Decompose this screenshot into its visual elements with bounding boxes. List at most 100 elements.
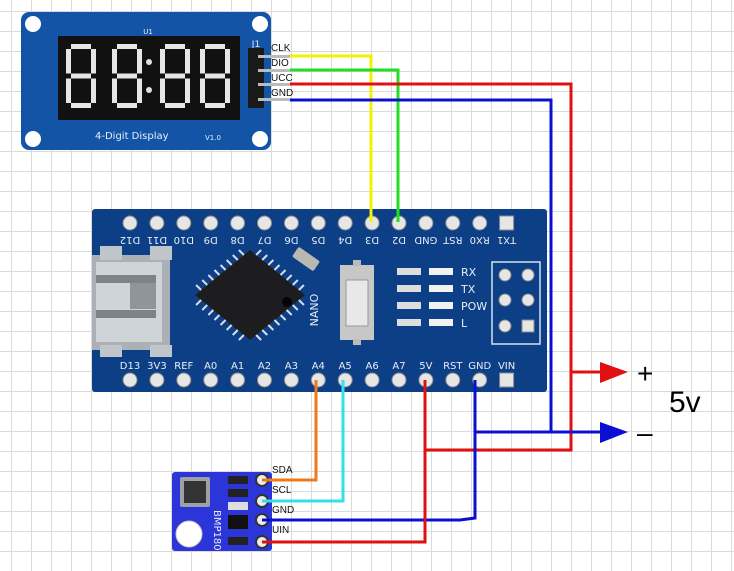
led-label: RX <box>461 266 477 279</box>
bottom-pin-label: REF <box>174 361 193 372</box>
pin-pad <box>257 215 272 231</box>
top-pin-label: RX0 <box>470 234 490 245</box>
top-pin-label: D6 <box>284 234 298 245</box>
pin-header <box>248 48 264 108</box>
plus-label: + <box>637 358 653 389</box>
bottom-pin-label: A5 <box>339 361 352 372</box>
pin-pad <box>149 215 165 231</box>
bottom-pin-label: A3 <box>285 361 298 372</box>
top-pin-label: D8 <box>231 234 245 245</box>
pin-pad <box>364 372 380 388</box>
top-pin-label: RST <box>442 234 462 245</box>
bottom-pin-label: A6 <box>365 361 378 372</box>
display-module[interactable]: U1 4-Digit Display V1.0 J1 <box>21 12 290 150</box>
wires <box>262 54 610 544</box>
header-pins <box>258 55 290 101</box>
minus-label: – <box>637 417 653 448</box>
mount-hole <box>252 16 268 32</box>
wire-uin-5v[interactable] <box>262 380 427 544</box>
ic-label: U1 <box>143 28 153 36</box>
pin-pad <box>149 372 165 388</box>
display-name: 4-Digit Display <box>95 131 169 142</box>
led <box>429 302 453 309</box>
resistor <box>397 268 421 275</box>
wire-ucc-5v[interactable] <box>290 82 573 452</box>
pin-label-clk: CLK <box>271 43 291 54</box>
pin-pad <box>203 372 219 388</box>
mount-hole <box>175 520 203 548</box>
pin-pad <box>176 372 192 388</box>
bottom-pin-label: GND <box>468 361 491 372</box>
wire-sda-a4[interactable] <box>262 380 318 482</box>
sensor-chip-top <box>184 481 206 503</box>
pin-label-gnd: GND <box>271 88 293 99</box>
bmp180-sensor[interactable]: BMP180 <box>172 472 272 551</box>
pin-pad <box>122 372 138 388</box>
top-pin-label: TX1 <box>497 234 517 245</box>
pin-pad <box>472 215 488 231</box>
board-label: NANO <box>308 293 321 326</box>
voltage-label: 5v <box>669 386 701 419</box>
digit <box>66 44 96 108</box>
pin-pad <box>418 215 434 231</box>
sensor-name: BMP180 <box>211 510 222 551</box>
usb-connector <box>92 246 172 357</box>
led <box>429 268 453 275</box>
pin-pad <box>499 372 515 388</box>
status-leds: RX TX POW L <box>397 266 487 330</box>
led-label: TX <box>460 283 476 296</box>
pin-pad <box>122 215 138 231</box>
wire-gnd-gnd[interactable] <box>290 98 553 432</box>
mount-hole <box>252 131 268 147</box>
pin-pad <box>337 372 353 388</box>
wire-gnd-sensor[interactable] <box>262 380 477 522</box>
wire-scl-a5[interactable] <box>262 380 345 503</box>
pin-pad <box>310 372 326 388</box>
bottom-pin-label: RST <box>443 361 463 372</box>
pin-pad <box>283 372 299 388</box>
pin-pad <box>230 215 246 231</box>
pin-pad <box>499 215 515 231</box>
sensor-pins <box>255 473 269 549</box>
led <box>429 285 453 292</box>
pin-pad <box>445 372 461 388</box>
display-digits <box>66 44 230 108</box>
icsp-header <box>491 261 541 345</box>
top-pin-label: D3 <box>365 234 379 245</box>
header-label: J1 <box>251 40 260 50</box>
resistor <box>397 302 421 309</box>
mcu-chip <box>195 249 305 341</box>
pin-pad <box>203 215 219 231</box>
led-label: L <box>461 317 468 330</box>
wire-dio-d2[interactable] <box>290 68 400 222</box>
pin-label-sda: SDA <box>272 465 293 476</box>
pin-pad <box>310 215 326 231</box>
bottom-pin-label: VIN <box>498 361 515 372</box>
resistor <box>397 319 421 326</box>
pin-pad <box>176 215 192 231</box>
digit <box>160 44 190 108</box>
reset-button[interactable] <box>340 260 374 345</box>
top-pin-label: D5 <box>311 234 325 245</box>
digit <box>200 44 230 108</box>
mount-hole <box>25 16 41 32</box>
bottom-pin-label: A4 <box>312 361 325 372</box>
led-label: POW <box>461 300 487 313</box>
led <box>429 319 453 326</box>
crystal <box>292 247 320 271</box>
sensor-components <box>228 476 248 545</box>
colon-dot <box>146 59 152 65</box>
wire-clk-d3[interactable] <box>290 54 373 222</box>
minus-arrow-icon <box>600 422 628 443</box>
pin-pad <box>445 215 461 231</box>
pin-label-dio: DIO <box>271 58 289 69</box>
bottom-pin-label: 3V3 <box>147 361 167 372</box>
pin-label-ucc: UCC <box>271 73 293 84</box>
bottom-pin-label: A7 <box>392 361 405 372</box>
top-pin-label: D11 <box>147 234 167 245</box>
pin-pad <box>337 215 353 231</box>
bottom-pin-label: A0 <box>204 361 217 372</box>
bottom-pin-label: A2 <box>258 361 271 372</box>
